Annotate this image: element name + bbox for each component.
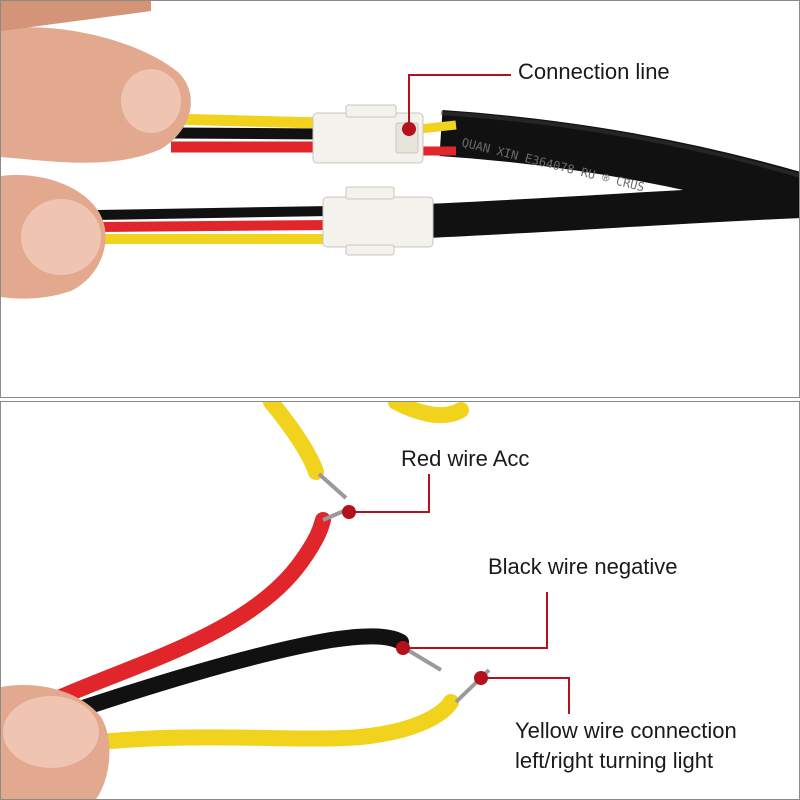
black-cable-lower — [425, 184, 799, 238]
callout-dot-icon — [396, 641, 410, 655]
wire-tip-yellow-top — [317, 472, 348, 500]
wire-red-lower — [95, 220, 332, 232]
wire-red — [53, 512, 331, 705]
callout-black-wire: Black wire negative — [488, 554, 678, 579]
wire-black — [63, 628, 409, 720]
wire-yellow-bottom — [93, 694, 459, 750]
bottom-photo-panel: Red wire Acc Black wire negative Yellow … — [0, 401, 800, 800]
hand-icon — [1, 1, 191, 163]
wire-yellow-upper — [170, 113, 322, 129]
wire-yellow-top — [263, 402, 324, 480]
callout-yellow-wire-line2: left/right turning light — [515, 748, 714, 773]
callout-line-black — [403, 592, 548, 649]
callout-yellow-wire-line1: Yellow wire connection — [515, 718, 737, 743]
callout-line-red — [349, 474, 430, 513]
callout-dot-icon — [402, 122, 416, 136]
hand-icon — [1, 175, 106, 299]
callout-red-wire: Red wire Acc — [401, 446, 530, 471]
callout-dot-icon — [342, 505, 356, 519]
callout-line-yellow — [481, 677, 570, 714]
wire-black-lower — [95, 206, 332, 220]
callout-connection-line: Connection line — [518, 59, 670, 84]
callout-line — [408, 74, 511, 129]
callout-dot-icon — [474, 671, 488, 685]
top-photo: QUAN XIN E364078 RU ® CRUS — [1, 1, 799, 299]
connector-icon — [322, 186, 434, 256]
bottom-photo — [1, 402, 570, 799]
black-cable-upper — [439, 110, 799, 219]
top-photo-panel: QUAN XIN E364078 RU ® CRUS — [0, 0, 800, 398]
wire-black-upper — [170, 127, 322, 140]
hand-icon — [1, 685, 110, 799]
